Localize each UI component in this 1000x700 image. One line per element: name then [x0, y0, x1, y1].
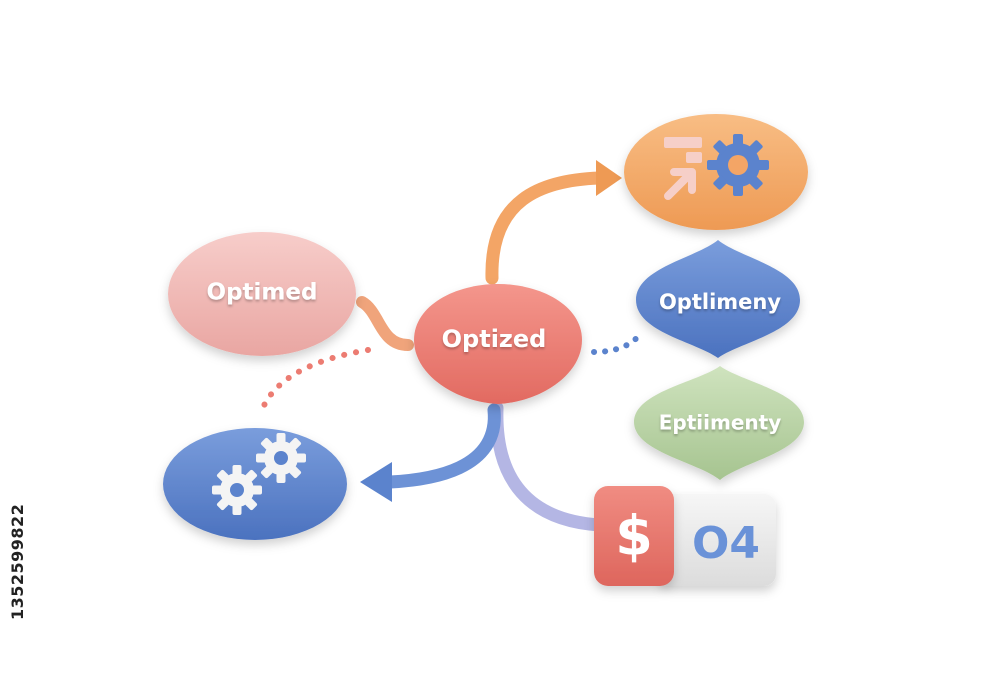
node-settings [624, 114, 808, 230]
connector-optized-to-gears [383, 403, 501, 489]
side-id-text: 1352599822 [8, 503, 27, 620]
node-optimed [168, 232, 356, 356]
connector-optized-to-settings [485, 171, 607, 285]
q4-tile-label: O4 [692, 518, 760, 569]
node-eptiimenty-label: Eptiimenty [659, 411, 782, 435]
settings-arrow-icon [664, 134, 769, 200]
connector-optimed-to-optized [356, 296, 414, 351]
q4-tile [658, 494, 776, 586]
connector-optized-to-dollar [490, 401, 607, 532]
node-optlimeny [636, 240, 800, 358]
node-optlimeny-label: Optlimeny [659, 290, 781, 314]
gears-icon [212, 433, 306, 515]
dotted-connector-left [259, 347, 371, 413]
dotted-connector-right [591, 331, 643, 355]
node-optimed-label: Optimed [207, 280, 318, 306]
arrowhead-orange [596, 160, 622, 196]
arrowhead-blue [360, 462, 392, 502]
node-eptiimenty [634, 366, 804, 480]
node-gears [163, 428, 347, 540]
node-optized [414, 284, 582, 404]
node-optized-label: Optized [442, 325, 547, 353]
dollar-tile-label: $ [615, 505, 653, 568]
dollar-tile [594, 486, 674, 586]
